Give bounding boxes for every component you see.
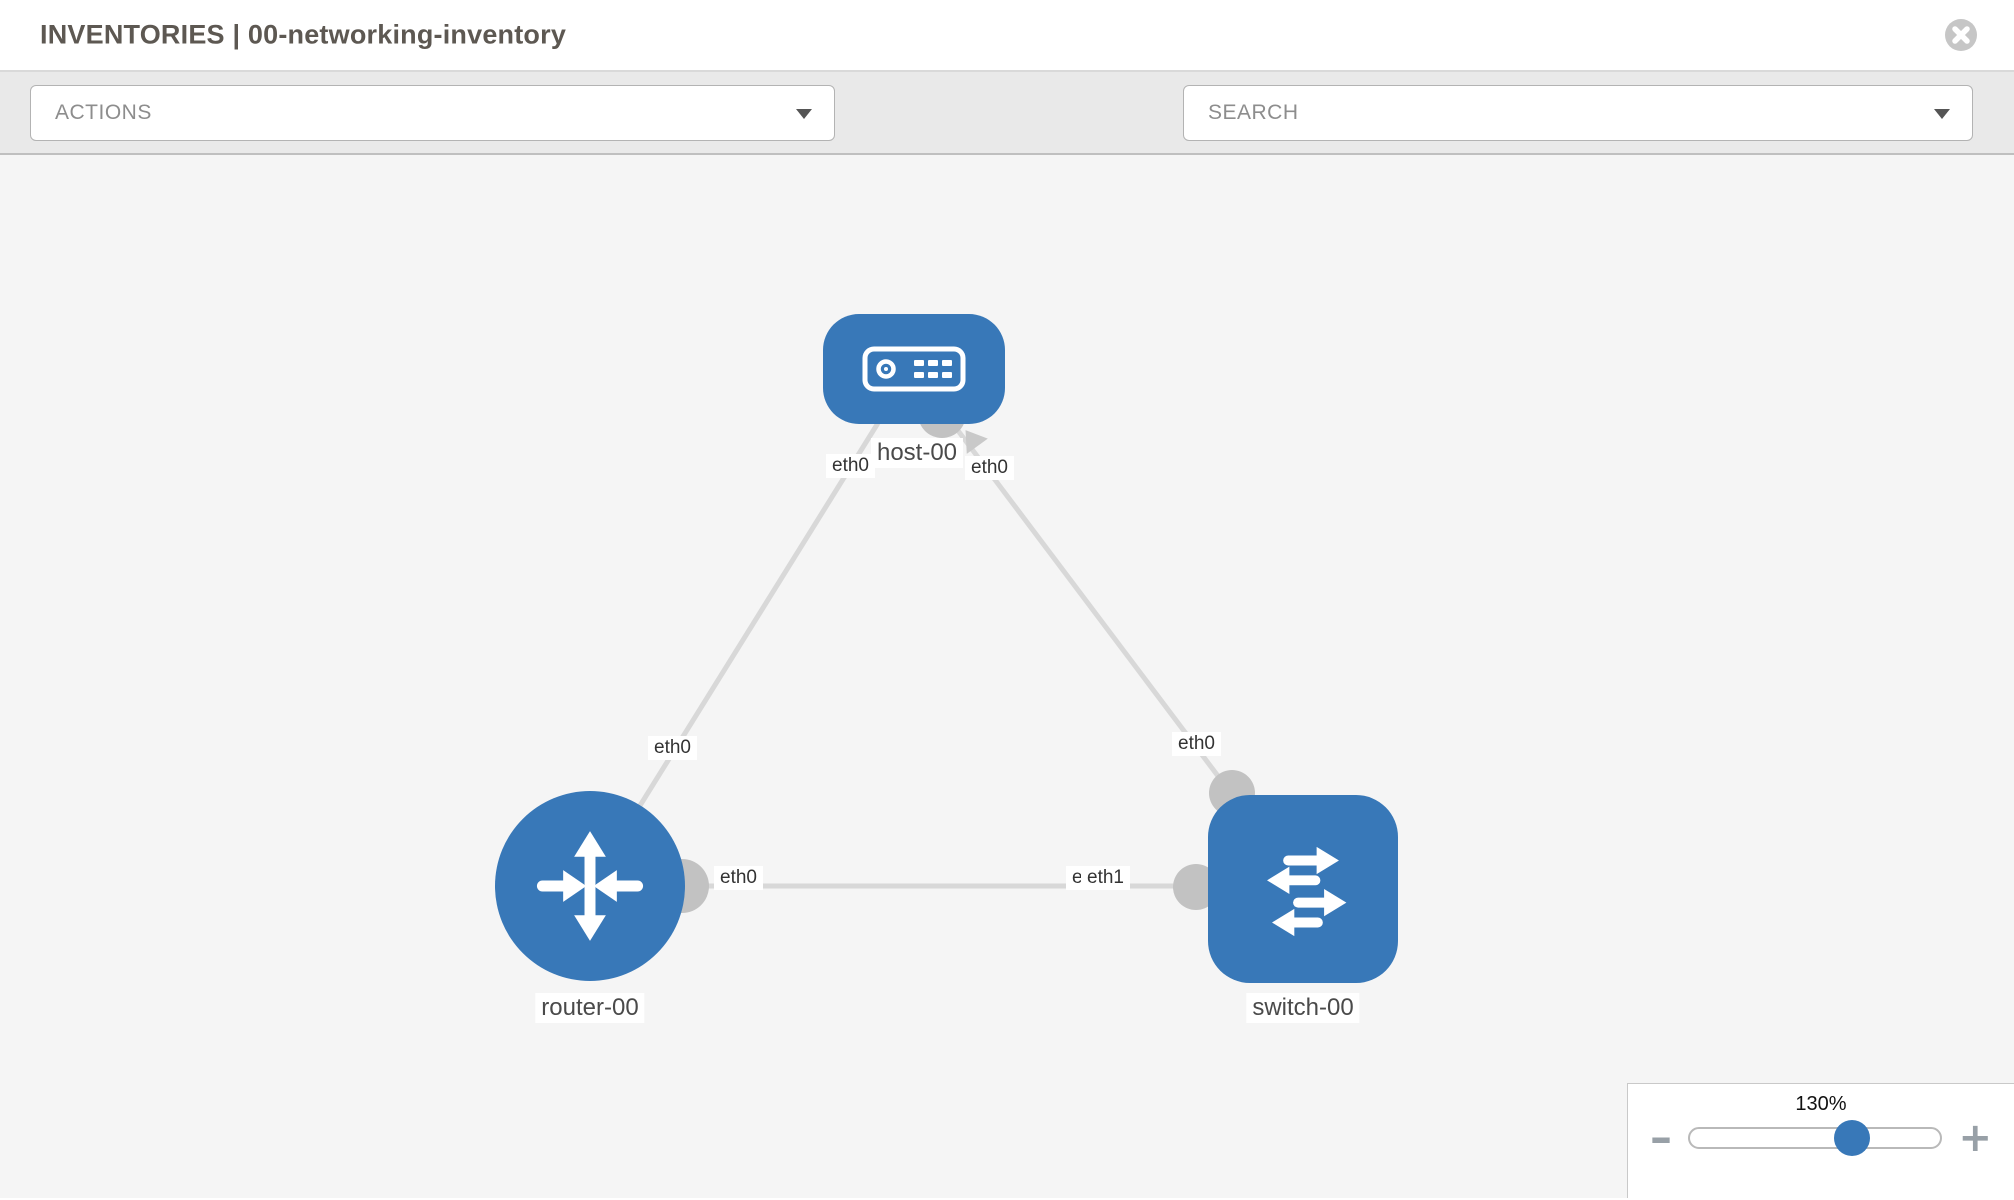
close-icon (1945, 19, 1977, 51)
zoom-out-button[interactable]: – (1646, 1116, 1676, 1160)
interface-port-switch-left[interactable] (1173, 864, 1219, 910)
header-bar: INVENTORIES | 00-networking-inventory (0, 0, 2014, 72)
switch-icon (1267, 846, 1347, 937)
interface-label: eth0 (1172, 732, 1221, 756)
interface-label: eth0 (648, 736, 697, 760)
interface-label: eth0 (826, 454, 875, 478)
interface-label: eth0 (965, 456, 1014, 480)
chevron-down-icon (796, 109, 812, 119)
actions-dropdown-label: ACTIONS (55, 101, 152, 124)
zoom-slider-thumb[interactable] (1833, 1120, 1870, 1156)
zoom-in-button[interactable]: + (1954, 1118, 1996, 1158)
topology-canvas[interactable]: host-00 router-00 switch-00 eth0 eth0 et… (0, 155, 2014, 1198)
router-icon (536, 831, 644, 941)
interface-label: eth0 (714, 866, 763, 890)
node-switch-00[interactable] (1208, 795, 1398, 983)
zoom-slider-track[interactable] (1688, 1120, 1943, 1156)
links-layer (587, 390, 1305, 913)
node-label-switch: switch-00 (1246, 993, 1360, 1023)
host-icon (862, 346, 966, 392)
node-label-router: router-00 (535, 993, 645, 1023)
node-label-host: host-00 (870, 438, 964, 468)
toolbar: ACTIONS SEARCH (0, 72, 2014, 206)
node-host-00[interactable] (823, 314, 1005, 424)
actions-dropdown[interactable]: ACTIONS (30, 85, 835, 141)
interface-label: eth1 (1081, 866, 1130, 890)
zoom-level-value: 130% (1795, 1093, 1847, 1115)
close-button[interactable] (1944, 18, 1978, 52)
chevron-down-icon (1934, 109, 1950, 119)
zoom-control-panel: 130% – + (1627, 1083, 2014, 1198)
node-router-00[interactable] (495, 791, 685, 981)
link-arrowhead (965, 430, 988, 454)
search-dropdown[interactable]: SEARCH (1183, 85, 1973, 141)
page-title: INVENTORIES | 00-networking-inventory (40, 19, 567, 50)
search-dropdown-label: SEARCH (1208, 101, 1299, 124)
